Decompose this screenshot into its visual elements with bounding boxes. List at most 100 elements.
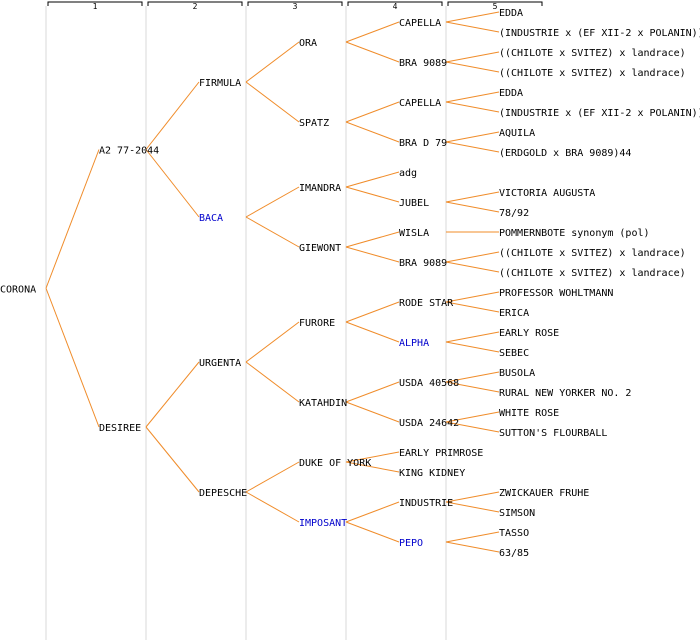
pedigree-edge xyxy=(445,531,500,543)
pedigree-name-gen-4: KATAHDIN xyxy=(299,398,347,409)
pedigree-edge xyxy=(345,101,400,123)
generation-number: 4 xyxy=(393,2,398,11)
pedigree-name-gen-5: CAPELLA xyxy=(399,98,441,109)
pedigree-name-gen-2: DESIREE xyxy=(99,423,141,434)
pedigree-name-gen-1: CORONA xyxy=(0,284,36,295)
pedigree-name-gen-6: ERICA xyxy=(499,308,529,319)
pedigree-name-gen-6: VICTORIA AUGUSTA xyxy=(499,188,595,199)
pedigree-edge xyxy=(45,288,100,428)
pedigree-name-gen-6: 63/85 xyxy=(499,548,529,559)
pedigree-name-gen-6: SEBEC xyxy=(499,348,529,359)
pedigree-edge xyxy=(445,411,500,423)
pedigree-edge xyxy=(445,61,500,73)
pedigree-edge xyxy=(445,131,500,143)
pedigree-edge xyxy=(345,21,400,43)
pedigree-name-gen-6: RURAL NEW YORKER NO. 2 xyxy=(499,388,631,399)
pedigree-name-gen-5[interactable]: PEPO xyxy=(399,538,423,549)
pedigree-name-gen-4[interactable]: IMPOSANT xyxy=(299,518,347,529)
pedigree-edge xyxy=(245,41,300,83)
pedigree-edge xyxy=(445,51,500,63)
pedigree-name-gen-6: AQUILA xyxy=(499,128,535,139)
pedigree-name-gen-4: DUKE OF YORK xyxy=(299,458,371,469)
generation-number: 5 xyxy=(493,2,498,11)
pedigree-edge xyxy=(145,426,200,493)
pedigree-name-gen-3[interactable]: BACA xyxy=(199,213,223,224)
pedigree-name-gen-6: BUSOLA xyxy=(499,368,535,379)
pedigree-name-gen-2: A2 77-2044 xyxy=(99,146,159,157)
pedigree-edge xyxy=(445,291,500,303)
generation-number: 1 xyxy=(93,2,98,11)
pedigree-edge xyxy=(445,541,500,553)
pedigree-edge xyxy=(345,301,400,323)
pedigree-name-gen-6: EARLY ROSE xyxy=(499,328,559,339)
pedigree-edge xyxy=(345,171,400,188)
pedigree-name-gen-6: (INDUSTRIE x (EF XII-2 x POLANIN)) xyxy=(499,28,700,39)
pedigree-edge xyxy=(145,149,200,218)
pedigree-edge xyxy=(345,461,400,473)
generation-header: 1 2 3 4 5 xyxy=(47,1,543,11)
pedigree-name-gen-6: SIMSON xyxy=(499,508,535,519)
pedigree-name-gen-6: (INDUSTRIE x (EF XII-2 x POLANIN)) xyxy=(499,108,700,119)
pedigree-edge xyxy=(345,401,400,423)
pedigree-name-gen-5: WISLA xyxy=(399,228,429,239)
pedigree-edge xyxy=(445,201,500,213)
pedigree-edge xyxy=(445,101,500,113)
generation-bracket xyxy=(47,1,143,6)
pedigree-name-gen-6: (ERDGOLD x BRA 9089)44 xyxy=(499,148,631,159)
pedigree-edge xyxy=(345,451,400,463)
pedigree-edge xyxy=(245,216,300,248)
pedigree-edge xyxy=(445,191,500,203)
pedigree-edge xyxy=(345,231,400,248)
pedigree-name-gen-6: ((CHILOTE x SVITEZ) x landrace) xyxy=(499,68,686,79)
pedigree-name-gen-6: PROFESSOR WOHLTMANN xyxy=(499,288,613,299)
pedigree-name-gen-3: DEPESCHE xyxy=(199,488,247,499)
pedigree-edge xyxy=(445,11,500,23)
pedigree-name-gen-4: GIEWONT xyxy=(299,243,341,254)
pedigree-edge xyxy=(445,91,500,103)
column-separators xyxy=(45,6,447,640)
pedigree-edge xyxy=(345,41,400,63)
pedigree-edge xyxy=(445,491,500,503)
pedigree-name-gen-6: TASSO xyxy=(499,528,529,539)
pedigree-name-gen-4: FURORE xyxy=(299,318,335,329)
pedigree-name-gen-6: POMMERNBOTE synonym (pol) xyxy=(499,228,650,239)
pedigree-name-gen-6: ((CHILOTE x SVITEZ) x landrace) xyxy=(499,48,686,59)
pedigree-name-gen-6: 78/92 xyxy=(499,208,529,219)
pedigree-edge xyxy=(445,381,500,393)
pedigree-edge xyxy=(145,361,200,428)
pedigree-edge xyxy=(145,81,200,150)
pedigree-edge xyxy=(445,301,500,313)
pedigree-edge xyxy=(445,331,500,343)
pedigree-edge xyxy=(245,186,300,218)
pedigree-name-gen-5: BRA D 79 xyxy=(399,138,447,149)
pedigree-name-gen-5: KING KIDNEY xyxy=(399,468,465,479)
pedigree-edge xyxy=(445,421,500,433)
pedigree-name-gen-3: FIRMULA xyxy=(199,78,241,89)
pedigree-name-gen-5: USDA 40568 xyxy=(399,378,459,389)
pedigree-name-gen-5: EARLY PRIMROSE xyxy=(399,448,483,459)
pedigree-edge xyxy=(245,321,300,363)
pedigree-name-gen-3: URGENTA xyxy=(199,358,241,369)
pedigree-edge xyxy=(345,121,400,143)
pedigree-edge xyxy=(45,149,100,289)
pedigree-edge xyxy=(445,371,500,383)
pedigree-edge xyxy=(445,341,500,353)
generation-number: 3 xyxy=(293,2,298,11)
pedigree-edge xyxy=(445,141,500,153)
pedigree-edge xyxy=(245,361,300,403)
pedigree-name-gen-4: ORA xyxy=(299,38,317,49)
pedigree-edge xyxy=(345,186,400,203)
pedigree-edge xyxy=(345,321,400,343)
pedigree-name-gen-6: WHITE ROSE xyxy=(499,408,559,419)
pedigree-name-gen-6: ((CHILOTE x SVITEZ) x landrace) xyxy=(499,268,686,279)
pedigree-edge xyxy=(245,491,300,523)
generation-bracket xyxy=(247,1,343,6)
generation-bracket xyxy=(447,1,543,6)
generation-number: 2 xyxy=(193,2,198,11)
pedigree-edge xyxy=(445,21,500,33)
pedigree-name-gen-5: BRA 9089 xyxy=(399,258,447,269)
pedigree-name-gen-5[interactable]: ALPHA xyxy=(399,338,429,349)
